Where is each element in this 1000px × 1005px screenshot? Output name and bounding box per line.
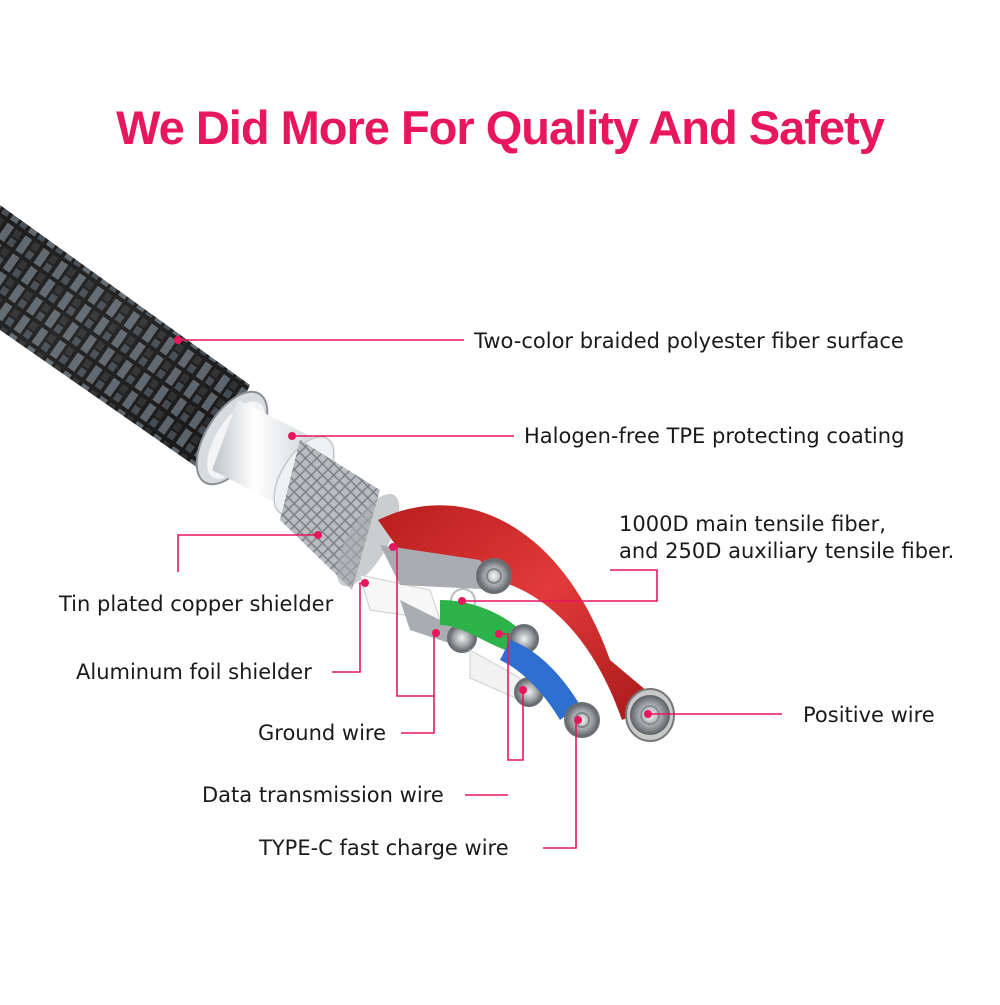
label-positive-wire: Positive wire (803, 703, 935, 727)
copper-mesh-shield (280, 440, 400, 590)
ground-wire-strands (380, 545, 512, 653)
label-ground-wire: Ground wire (258, 721, 387, 745)
braided-jacket (0, 205, 250, 475)
leader-dots (174, 336, 652, 724)
label-tensile-fiber-line2: and 250D auxiliary tensile fiber. (619, 539, 955, 563)
label-tpe-coating: Halogen-free TPE protecting coating (524, 424, 905, 448)
label-tensile-fiber-line1: 1000D main tensile fiber, (619, 512, 886, 536)
label-data-wire: Data transmission wire (202, 783, 444, 807)
label-aluminum-shielder: Aluminum foil shielder (76, 660, 312, 684)
label-tin-shielder: Tin plated copper shielder (59, 592, 334, 616)
label-braided-surface: Two-color braided polyester fiber surfac… (474, 329, 904, 353)
label-typec-wire: TYPE-C fast charge wire (259, 836, 509, 860)
page-title: We Did More For Quality And Safety (116, 101, 885, 154)
